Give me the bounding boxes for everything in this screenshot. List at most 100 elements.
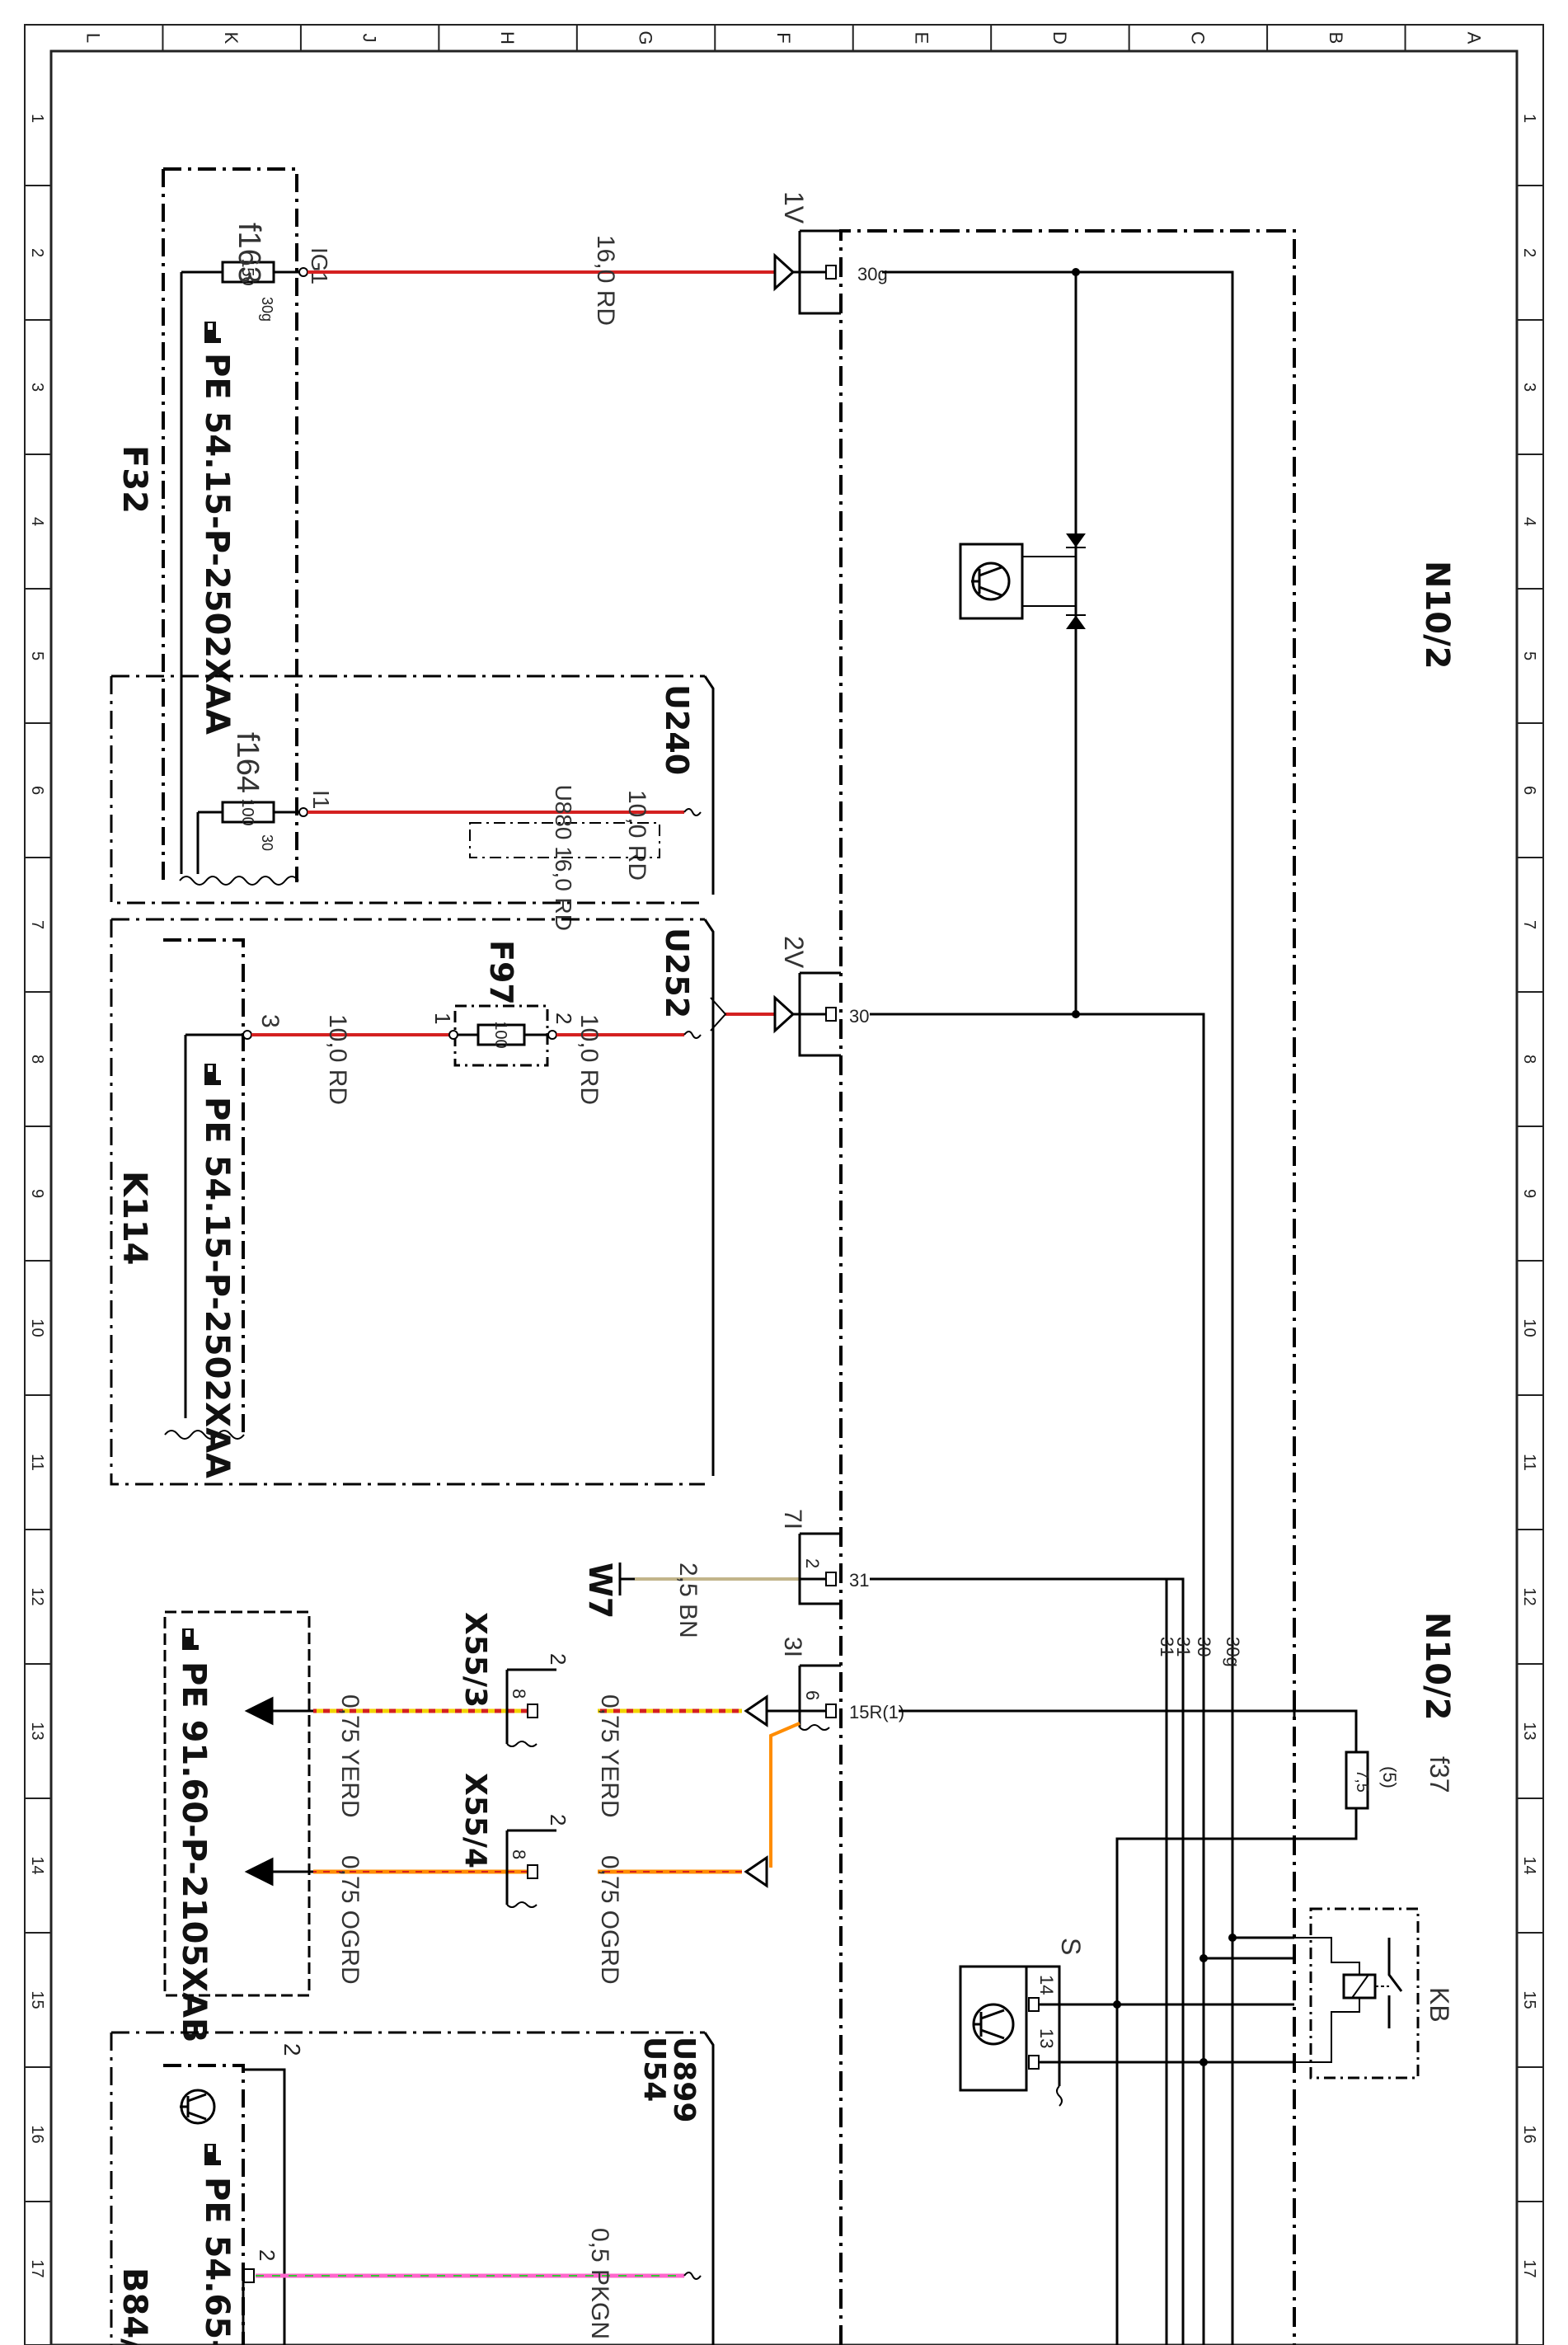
wire-label-w10: 0,75 OGRD — [596, 1855, 623, 1985]
k114-box — [163, 938, 245, 1435]
w7-label: W7 — [582, 1563, 618, 1619]
vbus-30g: 30g — [1223, 1637, 1243, 1667]
f97-label: F97 — [483, 940, 519, 1005]
f163-pin: 30g — [259, 297, 275, 322]
k114-pin-node — [242, 1030, 252, 1040]
wire-label-w9: 0,75 OGRD — [336, 1855, 364, 1985]
pin-15r-label: 15R(1) — [849, 1702, 904, 1722]
f163-name: f163 — [232, 223, 266, 284]
row-label: 12 — [1520, 1587, 1538, 1605]
x55-4-label: X55/4 — [458, 1773, 492, 1868]
x55-3-top: 2 — [546, 1653, 570, 1665]
vbus-30: 30 — [1194, 1637, 1214, 1657]
fuse-f163[interactable] — [181, 261, 308, 284]
connector-2v[interactable] — [773, 971, 841, 1057]
s-wires — [1039, 2003, 1294, 2064]
connector-3i[interactable] — [798, 1664, 841, 1731]
kb-label: KB — [1425, 1987, 1454, 2023]
kb-links — [1115, 1837, 1294, 2345]
pin-30g-label: 30g — [857, 264, 888, 284]
row-label: 14 — [28, 1856, 46, 1874]
connector-7i-label: 7I — [779, 1509, 806, 1530]
hand-pointer-icon-4 — [204, 2144, 221, 2165]
vbus-31a: 31 — [1157, 1637, 1177, 1657]
wire-label-w3: U880 16,0 RD — [551, 785, 576, 931]
row-label: 15 — [1520, 1990, 1538, 2009]
pe-ref-x55: PE 91.60-P-2105XAB — [175, 1661, 213, 2043]
u899-label: U899 — [667, 2037, 701, 2122]
pe-x55-box — [163, 1610, 311, 1997]
f97-pin-out: 2 — [552, 1013, 576, 1024]
row-label: 7 — [28, 920, 46, 929]
row-label: 2 — [1520, 248, 1538, 257]
pin-30-label: 30 — [849, 1006, 869, 1027]
row-label: 16 — [1520, 2125, 1538, 2143]
connector-7i[interactable] — [798, 1532, 841, 1605]
f32-label: F32 — [115, 445, 153, 514]
s-bracket — [1026, 1965, 1061, 2086]
row-label: 13 — [28, 1722, 46, 1740]
row-label: 4 — [1520, 517, 1538, 526]
node-kb-2 — [1199, 1954, 1208, 1962]
fuse-f164[interactable] — [198, 801, 308, 824]
arrow-x55-4 — [744, 1855, 768, 1888]
k114-inner — [184, 1033, 246, 1418]
bus-30 — [870, 1013, 1205, 2345]
row-label: 11 — [28, 1454, 46, 1471]
connector-1v[interactable] — [773, 229, 841, 315]
f164-name: f164 — [230, 732, 265, 793]
connector-7i-pin: 2 — [802, 1558, 823, 1568]
n10-2-label-top: N10/2 — [1418, 561, 1456, 670]
wire-link-3i[interactable] — [769, 1722, 800, 1868]
column-label: H — [497, 31, 518, 45]
drawing-frame — [24, 24, 1544, 2345]
column-label: F — [773, 32, 794, 43]
sensor-icon — [180, 2089, 216, 2125]
diode-bottom-icon — [1066, 614, 1086, 629]
fuse-f37[interactable] — [1345, 1751, 1369, 1810]
u880-box — [469, 822, 660, 858]
f97-rating: 100 — [491, 1021, 509, 1048]
u54-wire-2 — [243, 2068, 286, 2345]
f163-rating: 150 — [238, 258, 256, 285]
wire-break-icon-3 — [683, 2272, 702, 2280]
f37-note: (5) — [1379, 1766, 1400, 1788]
b84-label: B84/ — [115, 2267, 153, 2345]
connector-1v-label: 1V — [779, 191, 809, 224]
arrow-left-icon-2 — [244, 1857, 313, 1887]
row-label: 1 — [1520, 114, 1538, 123]
row-label: 8 — [28, 1055, 46, 1064]
connector-3i-pin: 6 — [802, 1690, 823, 1700]
b84-box — [163, 2064, 245, 2345]
f164-terminal: I1 — [308, 790, 334, 809]
bus-31 — [870, 1577, 1185, 2345]
u899-box — [110, 2031, 715, 2345]
row-label: 5 — [28, 651, 46, 660]
wire-label-w11: 0,5 PKGN — [586, 2228, 613, 2339]
row-label: 7 — [1520, 920, 1538, 929]
k114-break — [164, 1430, 245, 1440]
fuse-f97[interactable] — [448, 1023, 557, 1046]
hand-pointer-icon-3 — [182, 1628, 199, 1650]
s-pin13-box — [1028, 2055, 1040, 2070]
transistor-icon — [959, 543, 1024, 620]
n10-2-box — [839, 229, 1296, 2345]
row-label: 3 — [1520, 383, 1538, 392]
x55-4-pin: 8 — [509, 1849, 529, 1859]
column-label: D — [1049, 31, 1070, 45]
transistor-link — [1022, 556, 1076, 607]
wire-break-icon-2 — [683, 1031, 702, 1039]
column-label: L — [83, 33, 104, 43]
connector-x55-4[interactable] — [505, 1829, 556, 1908]
kb-box — [1309, 1907, 1420, 2079]
u54-label: U54 — [637, 2037, 671, 2102]
connector-3i-label: 3I — [779, 1637, 806, 1657]
u240-label: U240 — [659, 684, 695, 775]
connector-x55-3[interactable] — [505, 1668, 556, 1747]
x55-4-top: 2 — [546, 1814, 570, 1826]
wire-label-w1: 16,0 RD — [592, 235, 619, 326]
s-pin14: 14 — [1036, 1975, 1057, 1995]
f32-box — [162, 167, 299, 886]
s-pin14-box — [1028, 1997, 1040, 2012]
